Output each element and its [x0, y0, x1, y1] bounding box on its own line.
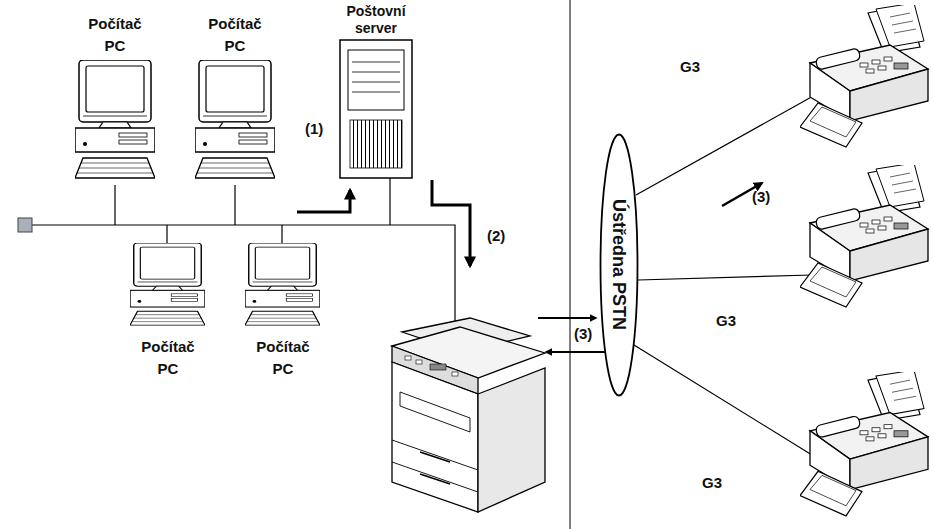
line-label: G3 [702, 474, 722, 491]
callout-number: (3) [752, 188, 770, 205]
multifunction-printer [392, 318, 545, 512]
lan-bus [32, 225, 455, 325]
server-icon [340, 40, 412, 178]
fax-arrow [538, 317, 596, 319]
server-label: Poštovní server [336, 2, 416, 38]
callout-number: (3) [574, 325, 592, 342]
computer-label: Počítač PC [197, 12, 273, 58]
node-text: Počítač PC [245, 336, 321, 380]
phone-line [638, 275, 812, 280]
node-text: Ústředna PSTN [608, 199, 630, 330]
node-text: Počítač PC [130, 336, 206, 380]
node-text: Počítač PC [197, 13, 273, 57]
fax-arrow [546, 351, 606, 353]
computer-icon [130, 243, 205, 325]
flow-arrow [432, 180, 470, 266]
fax-machine [800, 3, 928, 147]
callout-number: (2) [487, 227, 505, 244]
line-label: G3 [680, 58, 700, 75]
fax-machine [800, 163, 928, 307]
exchange-ellipse: Ústředna PSTN [599, 133, 639, 397]
divider-line [570, 0, 571, 529]
phone-lines [634, 95, 815, 455]
lan-drop [166, 225, 167, 243]
callout-number: (1) [305, 120, 323, 137]
node-text: Poštovní server [336, 3, 416, 37]
lan-wiring [32, 178, 455, 325]
lan-terminator [18, 218, 32, 232]
lan-drop [114, 185, 115, 225]
lan-drop [234, 185, 235, 225]
computer-icon [195, 60, 275, 178]
lan-drop [281, 225, 282, 243]
computer-label: Počítač PC [77, 12, 153, 58]
flow-arrow [297, 190, 350, 212]
node-text: Počítač PC [77, 13, 153, 57]
line-label: G3 [716, 312, 736, 329]
lan-drop [389, 178, 390, 225]
ellipse-outline [601, 135, 638, 396]
fax-machine [800, 370, 928, 516]
computer-icon [245, 243, 320, 325]
computer-icon [75, 60, 155, 178]
computer-label: Počítač PC [245, 332, 321, 384]
phone-line [634, 345, 812, 455]
computer-label: Počítač PC [130, 332, 206, 384]
phone-line [636, 95, 815, 195]
